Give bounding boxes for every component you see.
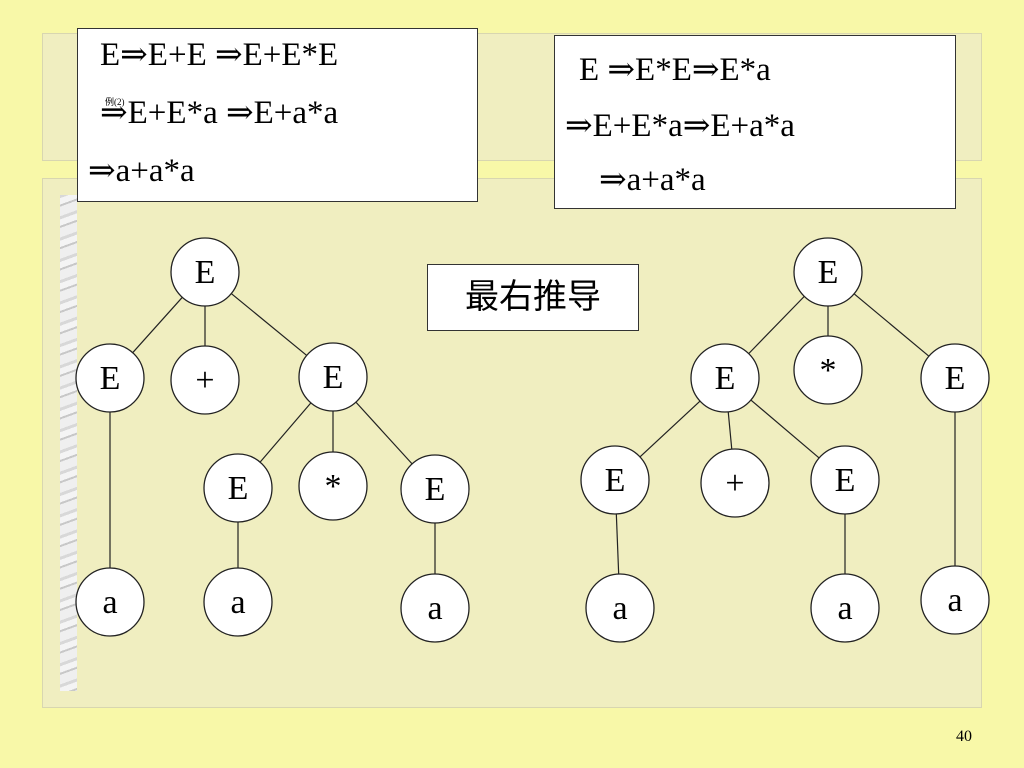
tree-node-label: a — [230, 584, 245, 621]
tree-node-e4 — [810, 445, 880, 515]
left-derivation-line-1: E⇒E+E ⇒E+E*E — [100, 37, 339, 73]
left-derivation-box: E⇒E+E ⇒E+E*E 例(2) ⇒E+E*a ⇒E+a*a ⇒a+a*a — [77, 28, 478, 202]
left-derivation-line-3: ⇒a+a*a — [88, 153, 195, 189]
tree-node-label: a — [612, 590, 627, 627]
right-parse-tree: E E * E E + Ea a a — [580, 237, 990, 643]
tree-node-a3 — [920, 565, 990, 635]
tree-node-star — [298, 451, 368, 521]
example-tag: 例(2) — [105, 97, 125, 107]
tree-node-label: E — [605, 462, 626, 499]
tree-edge — [259, 402, 312, 463]
tree-node-label: E — [323, 359, 344, 396]
tree-edge — [355, 401, 413, 465]
tree-node-label: E — [100, 360, 121, 397]
tree-node-e1 — [75, 343, 145, 413]
right-derivation-box: E ⇒E*E⇒E*a ⇒E+E*a⇒E+a*a ⇒a+a*a — [554, 35, 956, 209]
tree-node-label: a — [947, 582, 962, 619]
tree-node-label: * — [820, 352, 837, 389]
right-derivation-line-1: E ⇒E*E⇒E*a — [579, 52, 771, 88]
right-derivation-line-3: ⇒a+a*a — [599, 162, 706, 198]
tree-node-label: E — [195, 254, 216, 291]
tree-edge — [748, 295, 805, 355]
tree-node-plus — [700, 448, 770, 518]
tree-node-label: E — [945, 360, 966, 397]
tree-node-a1 — [585, 573, 655, 643]
tree-node-label: E — [715, 360, 736, 397]
tree-edge — [853, 293, 930, 357]
left-parse-tree: E E + Ea E * Ea a — [75, 237, 470, 643]
tree-node-star — [793, 335, 863, 405]
tree-node-label: a — [427, 590, 442, 627]
tree-edge — [230, 293, 308, 356]
left-derivation-line-2: ⇒E+E*a ⇒E+a*a — [100, 95, 339, 131]
tree-node-e3 — [580, 445, 650, 515]
tree-node-e2 — [298, 342, 368, 412]
tree-node-label: E — [228, 470, 249, 507]
tree-node-label: E — [818, 254, 839, 291]
tree-edge — [727, 411, 733, 450]
tree-node-label: * — [325, 468, 342, 505]
tree-edge — [639, 400, 701, 458]
tree-node-e1 — [690, 343, 760, 413]
tree-node-label: E — [425, 471, 446, 508]
tree-node-root — [793, 237, 863, 307]
tree-node-label: a — [102, 584, 117, 621]
tree-node-label: a — [837, 590, 852, 627]
tree-node-e2 — [920, 343, 990, 413]
tree-edge — [132, 296, 183, 354]
right-derivation-line-2: ⇒E+E*a⇒E+a*a — [565, 108, 795, 144]
page-number: 40 — [956, 728, 972, 745]
tree-node-a2 — [810, 573, 880, 643]
tree-node-label: E — [835, 462, 856, 499]
tree-node-e3 — [203, 453, 273, 523]
tree-node-a2 — [203, 567, 273, 637]
tree-node-root — [170, 237, 240, 307]
tree-edge — [615, 513, 620, 575]
rightmost-derivation-label: 最右推导 — [427, 264, 639, 331]
tree-node-e4 — [400, 454, 470, 524]
tree-node-plus — [170, 345, 240, 415]
tree-node-a1 — [75, 567, 145, 637]
tree-node-label: + — [725, 465, 744, 502]
tree-edge — [750, 399, 820, 459]
tree-node-a3 — [400, 573, 470, 643]
marble-sidebar — [60, 195, 77, 691]
tree-node-label: + — [195, 362, 214, 399]
